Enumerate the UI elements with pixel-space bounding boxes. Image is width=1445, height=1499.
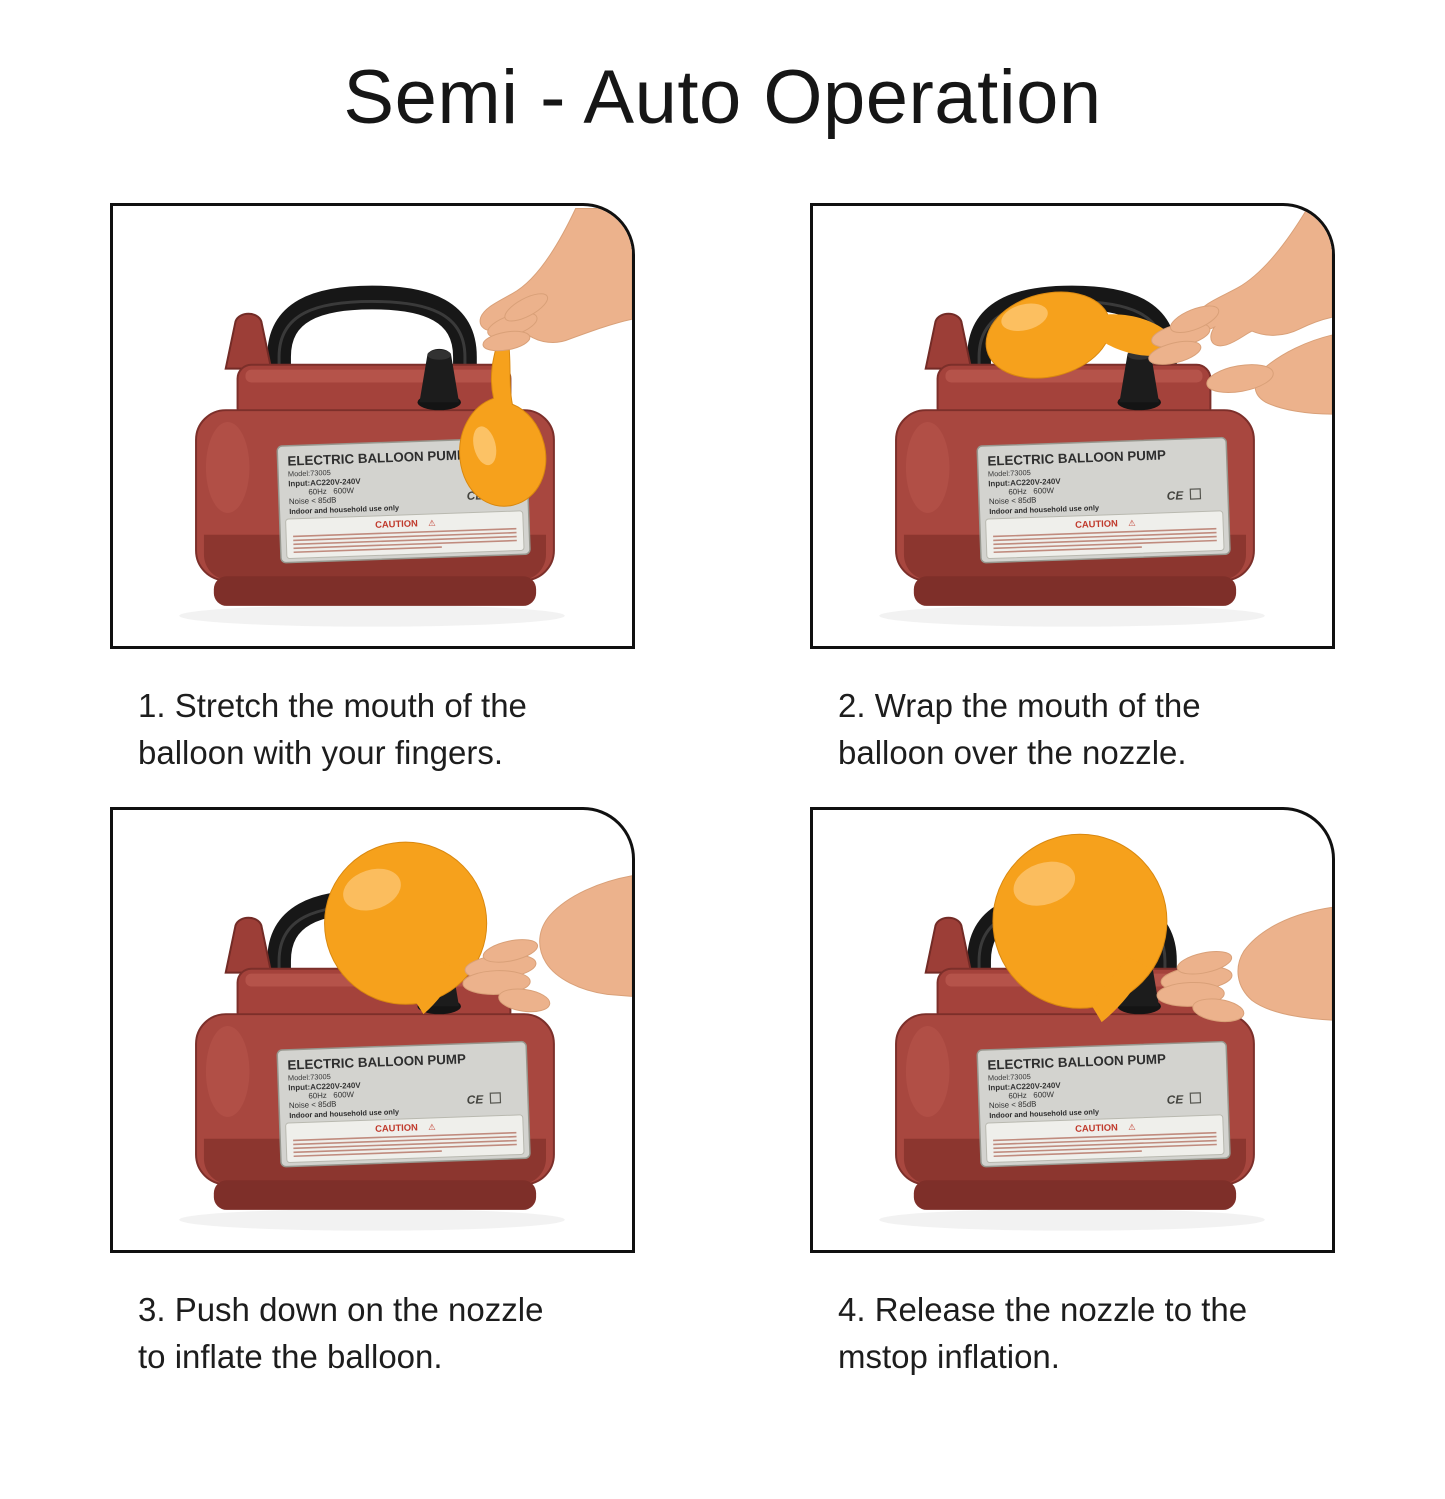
page-title: Semi - Auto Operation — [343, 55, 1102, 140]
steps-grid: 1. Stretch the mouth of the balloon with… — [110, 203, 1335, 1410]
caption-line: 1. Stretch the mouth of the — [138, 687, 527, 724]
step-2-illustration — [813, 208, 1332, 646]
caption-line: 2. Wrap the mouth of the — [838, 687, 1201, 724]
hand — [1156, 906, 1332, 1022]
step-4-illustration — [813, 833, 1332, 1250]
balloon-held-over-nozzle — [985, 291, 1175, 379]
step-1-caption: 1. Stretch the mouth of the balloon with… — [110, 683, 635, 777]
inflated-balloon — [324, 841, 488, 1014]
instruction-sheet: Semi - Auto Operation — [0, 54, 1445, 1410]
step-2-caption: 2. Wrap the mouth of the balloon over th… — [810, 683, 1335, 777]
hands — [1148, 208, 1332, 415]
step-3-illustration — [113, 841, 632, 1250]
step-3-caption: 3. Push down on the nozzle to inflate th… — [110, 1287, 635, 1381]
hand — [462, 874, 632, 1012]
step-2-panel — [810, 203, 1335, 649]
caption-line: 3. Push down on the nozzle — [138, 1290, 544, 1328]
step-3-panel — [110, 806, 635, 1253]
step-4-caption: 4. Release the nozzle to the mstop infla… — [810, 1287, 1335, 1381]
caption-line: balloon over the nozzle. — [838, 733, 1187, 771]
caption-line: balloon with your fingers. — [138, 733, 504, 771]
caption-line: to inflate the balloon. — [138, 1337, 443, 1375]
caption-line: 4. Release the nozzle to the — [838, 1290, 1248, 1328]
hand — [479, 208, 632, 352]
caption-line: mstop inflation. — [838, 1337, 1060, 1375]
deflated-balloon — [459, 331, 547, 507]
inflated-balloon — [992, 833, 1168, 1022]
step-1-illustration — [113, 208, 632, 646]
step-4-panel — [810, 806, 1335, 1253]
step-1-panel — [110, 203, 635, 649]
